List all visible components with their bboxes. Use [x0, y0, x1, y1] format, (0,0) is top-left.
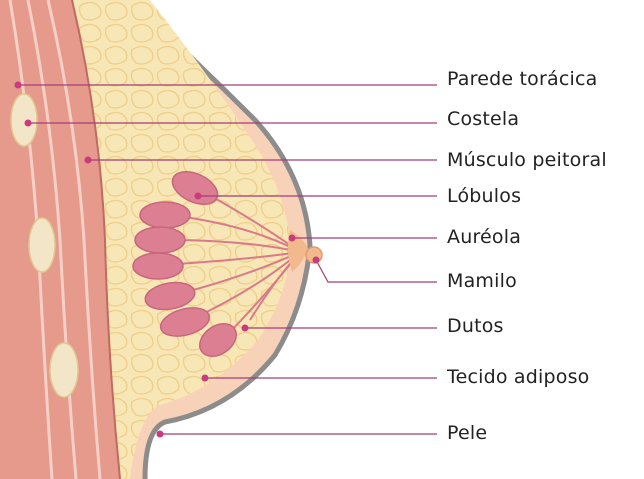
dot-mamilo: [313, 257, 320, 264]
label-pele: Pele: [447, 422, 487, 444]
dot-aureola: [289, 235, 296, 242]
label-musculo-peitoral: Músculo peitoral: [447, 149, 607, 171]
label-dutos: Dutos: [447, 315, 504, 337]
dot-pele: [157, 431, 164, 438]
label-lobulos: Lóbulos: [447, 185, 521, 207]
label-parede-toracica: Parede torácica: [447, 68, 597, 90]
label-aureola: Auréola: [447, 226, 521, 248]
dot-tecido-adiposo: [202, 375, 209, 382]
label-mamilo: Mamilo: [447, 270, 517, 292]
dot-dutos: [242, 325, 249, 332]
dot-parede-toracica: [15, 82, 22, 89]
label-tecido-adiposo: Tecido adiposo: [447, 366, 590, 388]
label-costela: Costela: [447, 108, 519, 130]
dot-costela: [25, 120, 32, 127]
dot-lobulos: [195, 193, 202, 200]
dot-musculo-peitoral: [85, 157, 92, 164]
